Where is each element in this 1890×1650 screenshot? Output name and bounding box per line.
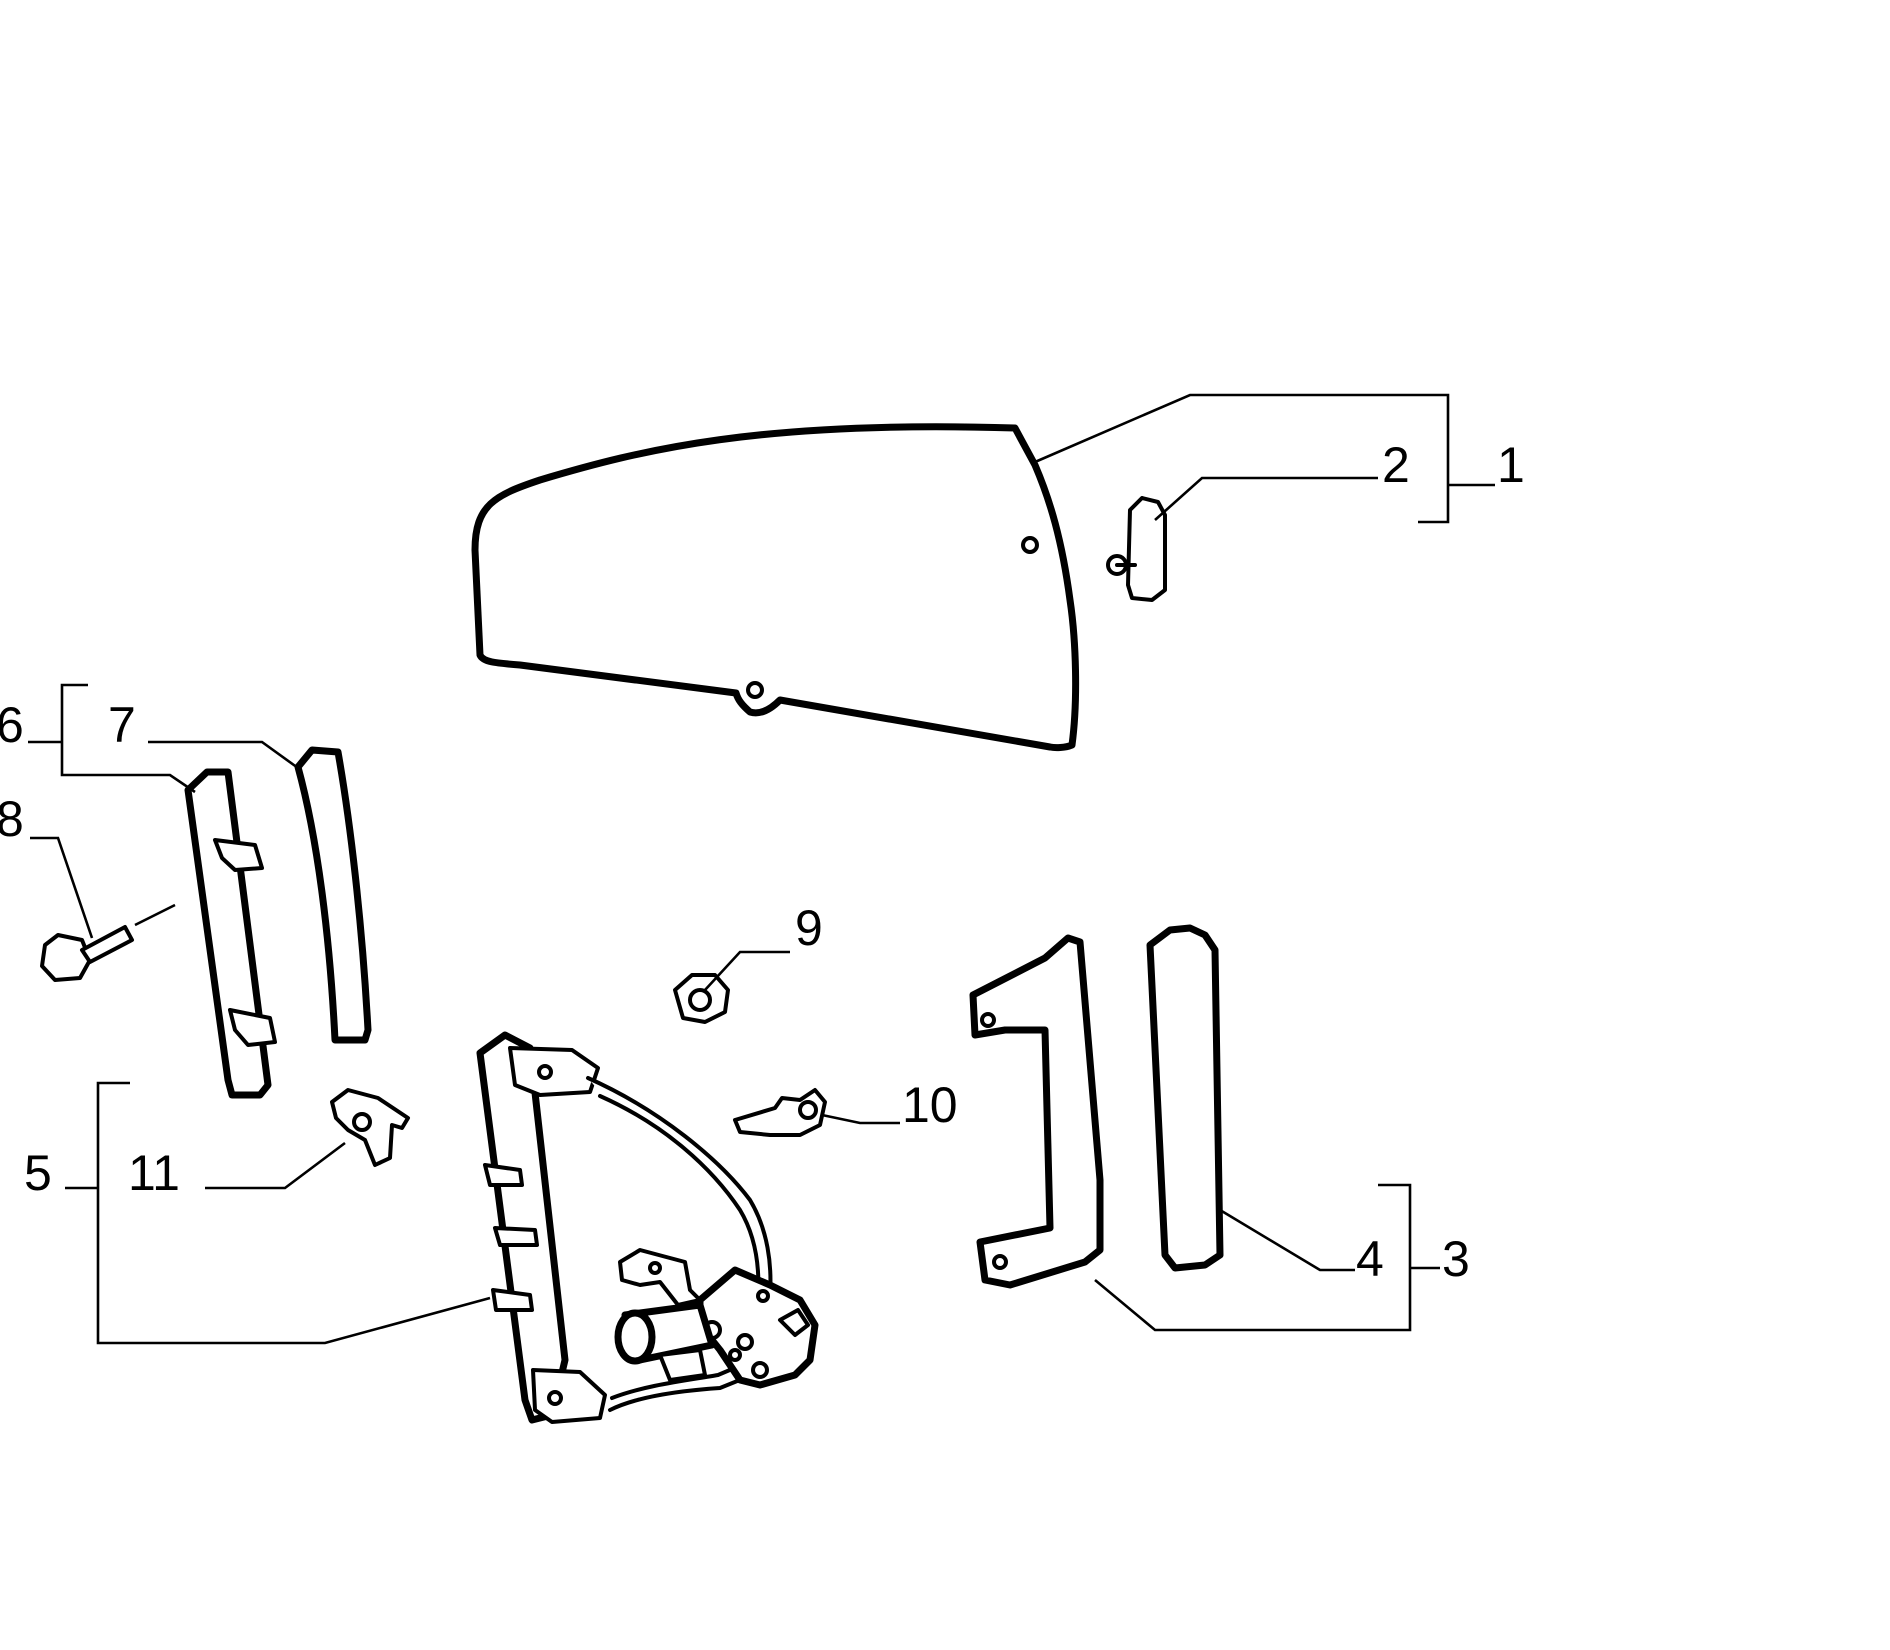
part-5-window-regulator (476, 1031, 819, 1424)
callout-2: 2 (1382, 437, 1410, 493)
part-2-glass-clip (1106, 496, 1167, 602)
callout-7: 7 (108, 697, 136, 753)
part-6-guide-channel (184, 768, 277, 1099)
part-1-door-glass (471, 423, 1080, 752)
callout-4: 4 (1356, 1231, 1384, 1287)
callout-1: 1 (1497, 437, 1525, 493)
leader-lines (28, 393, 1495, 1345)
callout-11: 11 (128, 1145, 180, 1201)
part-3-front-guide-channel (969, 934, 1104, 1289)
part-4-front-run-channel (1146, 924, 1224, 1272)
callout-9: 9 (795, 900, 823, 956)
callout-5: 5 (24, 1145, 52, 1201)
callout-3: 3 (1442, 1231, 1470, 1287)
part-8-bolt (40, 903, 176, 982)
callout-10: 10 (902, 1077, 958, 1133)
callout-8: 8 (0, 791, 24, 847)
part-7-run-channel (294, 746, 372, 1044)
callout-labels: 1 2 3 4 5 6 7 8 9 10 11 (0, 437, 1525, 1287)
part-11-cable-clip (330, 1088, 410, 1167)
part-10-connector (733, 1088, 827, 1137)
part-9-nut (673, 973, 730, 1024)
callout-6: 6 (0, 697, 24, 753)
